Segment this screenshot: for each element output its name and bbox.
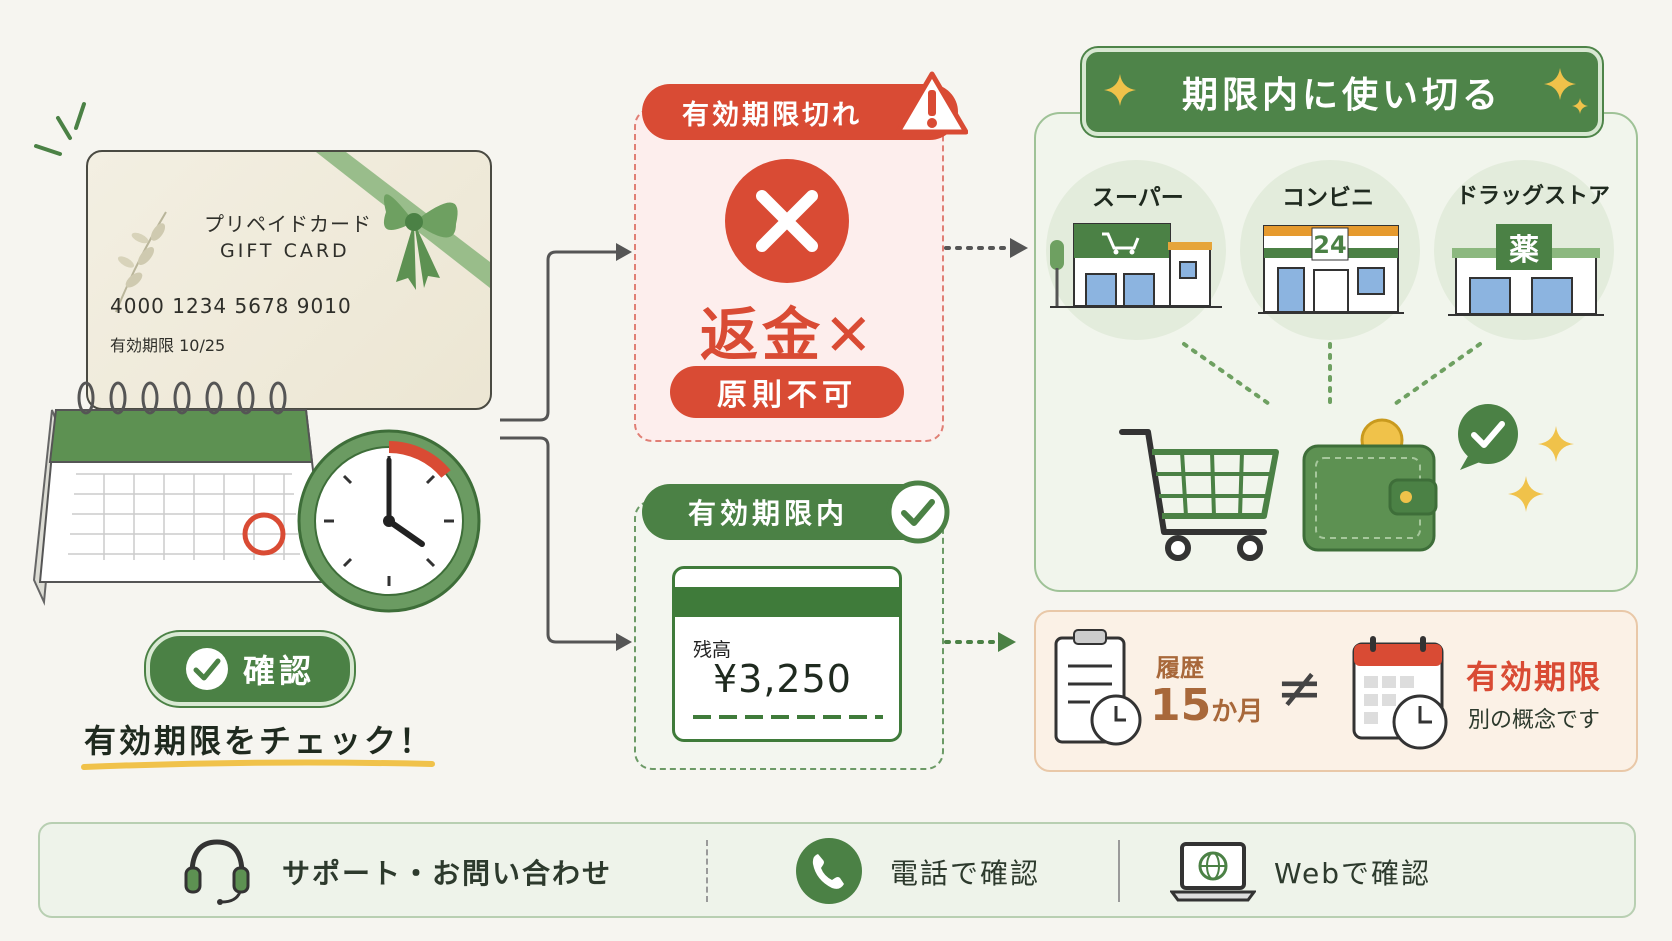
history-months-unit: か月 <box>1211 697 1264 727</box>
caption-underline <box>81 759 435 770</box>
support-divider <box>706 840 708 902</box>
balance-label: 残高 <box>693 639 732 661</box>
expiry-label: 有効期限 <box>1466 658 1603 696</box>
sparkle-icon <box>1544 68 1588 114</box>
leaf-sprig-icon <box>115 211 167 313</box>
calendar-clock-icon <box>1352 636 1448 750</box>
card-number: 4000 1234 5678 9010 <box>110 294 352 318</box>
phone-icon[interactable] <box>794 836 864 906</box>
wallet-icon <box>1302 418 1438 552</box>
balance-value: ¥3,250 <box>713 657 852 701</box>
card-expiry: 有効期限 10/25 <box>110 336 226 355</box>
drugstore-icon: 薬 <box>1448 224 1604 316</box>
x-circle-icon <box>725 159 849 283</box>
check-circle-icon <box>886 480 950 544</box>
clock-icon <box>297 429 481 613</box>
supermarket-building-icon <box>1050 223 1222 308</box>
check-bubble-icon <box>1458 404 1518 470</box>
clipboard-clock-icon <box>1054 629 1142 746</box>
check-circle-icon <box>185 648 228 690</box>
headset-icon <box>184 839 250 905</box>
expired-banner: 有効期限切れ <box>642 84 958 140</box>
refund-text: 返金✕ <box>700 301 877 369</box>
calendar-icon <box>32 381 328 606</box>
sparkle-icon <box>1104 74 1136 106</box>
laptop-globe-icon[interactable] <box>1170 840 1256 902</box>
support-contact-label[interactable]: サポート・お問い合わせ <box>282 857 613 890</box>
support-divider <box>1118 840 1120 902</box>
principle-pill: 原則不可 <box>670 366 904 418</box>
warning-icon <box>896 71 968 135</box>
sparkle-icon <box>1508 476 1544 512</box>
principle-label: 原則不可 <box>717 378 857 413</box>
card-dashes <box>693 715 883 719</box>
not-equal-symbol: ≠ <box>1276 656 1323 721</box>
gift-card: プリペイドカード GIFT CARD 4000 1234 5678 9010 有… <box>86 150 492 410</box>
store-title-label: 期限内に使い切る <box>1181 75 1502 116</box>
confirm-label: 確認 <box>242 652 315 690</box>
shopping-cart-icon <box>1119 429 1279 561</box>
valid-banner-label: 有効期限内 <box>688 497 849 530</box>
confirm-badge: 確認 <box>146 632 354 706</box>
history-months: 15か月 <box>1150 680 1263 731</box>
balance-card: 残高 ¥3,250 <box>672 566 902 742</box>
burst-lines <box>34 102 86 156</box>
card-title-en: GIFT CARD <box>220 240 350 262</box>
web-confirm-label[interactable]: Webで確認 <box>1274 857 1432 890</box>
expired-banner-label: 有効期限切れ <box>682 99 862 131</box>
history-label: 履歴 <box>1156 654 1204 682</box>
store-label-drugstore: ドラッグストア <box>1456 184 1611 209</box>
store-title: 期限内に使い切る <box>1082 48 1602 136</box>
ribbon-bow-icon <box>316 152 490 290</box>
store-to-wallet-lines <box>1182 342 1482 408</box>
phone-confirm-label[interactable]: 電話で確認 <box>890 857 1041 890</box>
concept-note: 別の概念です <box>1468 708 1601 733</box>
store-label-supermarket: スーパー <box>1092 185 1184 211</box>
sparkle-icon <box>1538 426 1574 462</box>
convenience-store-icon: 24 <box>1258 225 1404 314</box>
store-label-convenience: コンビニ <box>1282 185 1374 211</box>
card-stripe <box>675 587 899 617</box>
history-months-number: 15 <box>1150 680 1212 731</box>
card-title-jp: プリペイドカード <box>204 212 372 236</box>
check-caption: 有効期限をチェック！ <box>84 722 435 760</box>
convenience-sign: 24 <box>1313 231 1346 259</box>
drugstore-sign: 薬 <box>1509 233 1539 268</box>
history-box <box>1034 610 1638 772</box>
